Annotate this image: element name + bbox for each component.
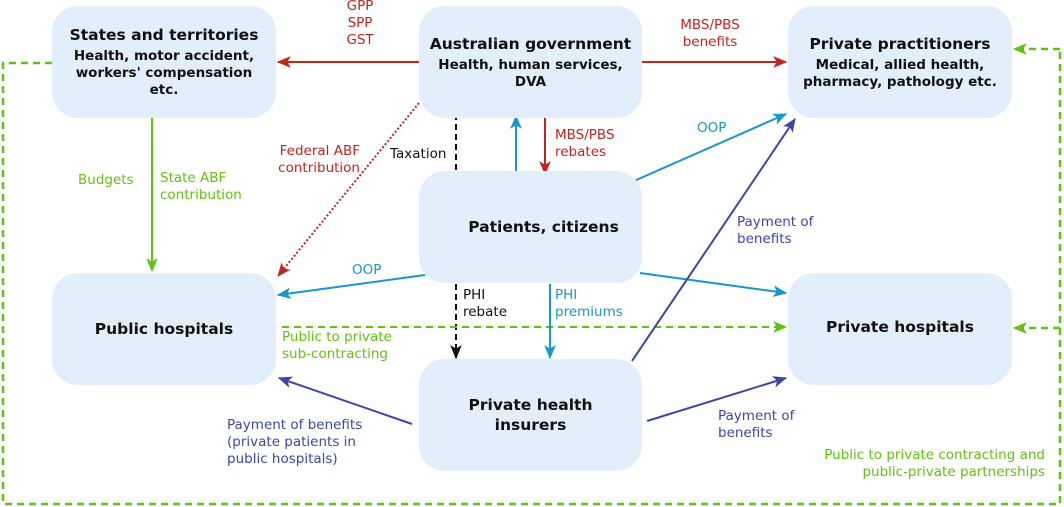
label-budgets: Budgets	[78, 172, 134, 188]
label-ppp: Public to private contracting and public…	[824, 447, 1045, 480]
node-private-health-insurers: Private health insurers	[419, 359, 642, 471]
ppp-loop-line	[1, 49, 1062, 506]
node-states-territories: States and territories Health, motor acc…	[52, 6, 276, 118]
node-subtitle: Health, motor accident, workers' compens…	[73, 48, 255, 98]
oop-practitioners-arrow	[633, 113, 788, 182]
node-private-practitioners: Private practitioners Medical, allied he…	[788, 6, 1012, 118]
label-oop-practitioners: OOP	[697, 120, 727, 136]
payment-practitioners-arrow	[631, 118, 796, 362]
node-title: Public hospitals	[94, 320, 234, 338]
node-title: Private practitioners	[809, 34, 991, 53]
label-payment-private: Payment of benefits	[718, 408, 795, 441]
label-payment-public: Payment of benefits (private patients in…	[227, 417, 363, 467]
node-australian-government: Australian government Health, human serv…	[419, 6, 642, 118]
node-title: Patients, citizens	[468, 218, 619, 236]
node-title: Private health insurers	[468, 396, 593, 434]
label-taxation: Taxation	[390, 146, 447, 162]
node-private-hospitals: Private hospitals	[788, 273, 1012, 385]
node-subtitle: Medical, allied health, pharmacy, pathol…	[803, 56, 997, 90]
node-public-hospitals: Public hospitals	[52, 273, 276, 385]
label-state-abf: State ABF contribution	[160, 170, 242, 203]
label-mbs-pbs-benefits: MBS/PBS benefits	[680, 17, 740, 50]
label-gpp-spp-gst: GPP SPP GST	[346, 0, 374, 48]
label-oop-public: OOP	[352, 262, 382, 278]
node-subtitle: Health, human services, DVA	[438, 56, 623, 90]
label-sub-contracting: Public to private sub-contracting	[282, 329, 392, 362]
oop-public-arrow	[276, 274, 426, 300]
federal-abf-arrow	[277, 102, 420, 277]
label-payment-practitioners: Payment of benefits	[737, 214, 814, 247]
node-title: States and territories	[69, 26, 259, 44]
payment-public-arrow	[277, 376, 413, 425]
label-phi-rebate: PHI rebate	[463, 287, 508, 320]
node-patients-citizens: Patients, citizens	[419, 171, 642, 283]
payment-private-arrow	[646, 376, 788, 422]
node-title: Australian government	[429, 34, 632, 53]
patients-to-private-hospitals-arrow	[639, 272, 788, 298]
node-title: Private hospitals	[826, 318, 974, 336]
label-mbs-pbs-rebates: MBS/PBS rebates	[555, 127, 615, 160]
label-federal-abf: Federal ABF contribution	[278, 143, 360, 176]
label-phi-premiums: PHI premiums	[555, 287, 623, 320]
